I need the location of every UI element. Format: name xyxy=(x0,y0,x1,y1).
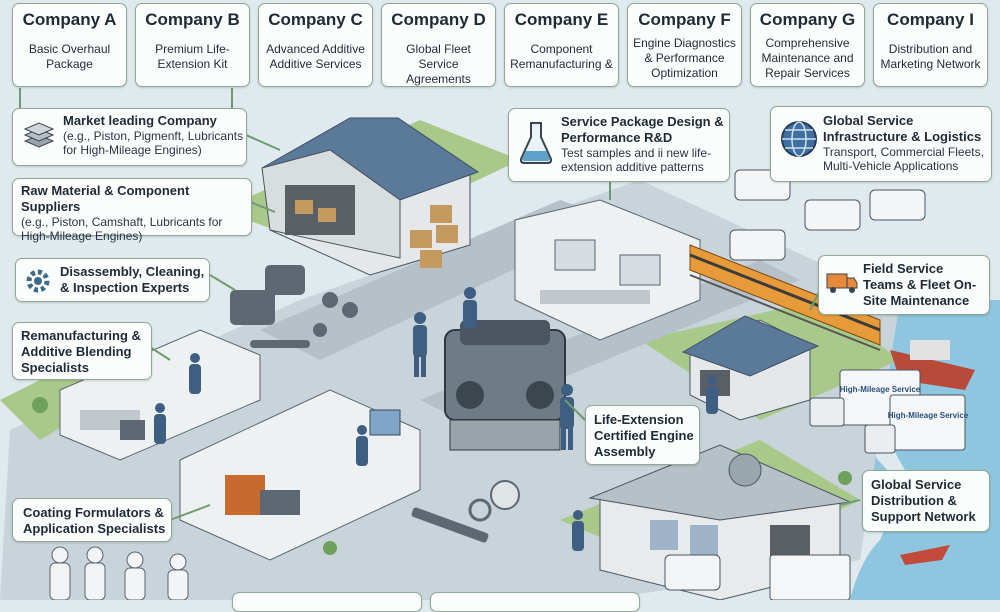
callout-market-leading: Market leading Company (e.g., Piston, Pi… xyxy=(12,108,247,166)
truck-side-text: High-Mileage Service xyxy=(888,411,969,420)
coating-specialists xyxy=(49,546,189,600)
company-description: Premium Life-Extension Kit xyxy=(155,42,230,71)
callout-title: Life-Extension Certified Engine Assembly xyxy=(594,412,694,459)
small-boat xyxy=(900,545,950,565)
engine-block xyxy=(444,320,566,451)
callout-rnd: Service Package Design & Performance R&D… xyxy=(508,108,730,182)
callout-field-service: Field Service Teams & Fleet On-Site Main… xyxy=(818,255,990,315)
callout-cut-off-1 xyxy=(232,592,422,612)
warehouse-building xyxy=(261,117,480,276)
callout-title: Coating Formulators & Application Specia… xyxy=(23,505,166,536)
callout-title: Field Service Teams & Fleet On-Site Main… xyxy=(863,261,977,308)
company-name: Company B xyxy=(145,10,240,29)
callout-remanufacturing: Remanufacturing & Additive Blending Spec… xyxy=(12,322,152,380)
callout-title: Remanufacturing & Additive Blending Spec… xyxy=(21,328,141,375)
callout-title: Market leading Company xyxy=(63,113,217,128)
callout-raw-material: Raw Material & Component Suppliers (e.g.… xyxy=(12,178,252,243)
callout-cut-off-2 xyxy=(430,592,640,612)
company-card-d: Company D Global Fleet Service Agreement… xyxy=(381,3,496,87)
callout-certified-assembly: Life-Extension Certified Engine Assembly xyxy=(585,405,700,465)
truck-side-text: High-Mileage Service xyxy=(840,385,921,394)
company-description: Global Fleet Service Agreements xyxy=(406,42,471,86)
service-truck-2: High-Mileage Service xyxy=(864,394,969,454)
callout-subtitle: (e.g., Piston, Camshaft, Lubricants for … xyxy=(21,215,223,243)
remanufacturing-room xyxy=(59,329,261,461)
company-description: Comprehensive Maintenance and Repair Ser… xyxy=(761,36,854,80)
layers-icon xyxy=(23,122,55,148)
gear-icon xyxy=(26,269,50,293)
service-truck-3 xyxy=(769,554,851,600)
truck-icon xyxy=(826,273,858,293)
company-description: Basic Overhaul Package xyxy=(28,42,111,71)
callout-title: Global Service Distribution & Support Ne… xyxy=(871,477,976,524)
callout-title: Raw Material & Component Suppliers xyxy=(21,183,190,214)
callout-disassembly: Disassembly, Cleaning, & Inspection Expe… xyxy=(15,258,210,302)
service-truck-1: High-Mileage Service xyxy=(809,369,921,427)
trees xyxy=(32,397,852,555)
company-card-g: Company G Comprehensive Maintenance and … xyxy=(750,3,865,87)
globe-icon xyxy=(781,121,817,157)
rnd-lab-room xyxy=(514,199,701,341)
company-card-e: Company E Component Remanufacturing & xyxy=(504,3,619,87)
company-description: Engine Diagnostics & Performance Optimiz… xyxy=(633,36,736,80)
company-card-i: Company I Distribution and Marketing Net… xyxy=(873,3,988,87)
workers xyxy=(154,287,718,551)
engine-parts xyxy=(230,265,520,543)
company-name: Company D xyxy=(391,10,486,29)
company-name: Company C xyxy=(268,10,363,29)
callout-subtitle: Test samples and ii new life-extension a… xyxy=(561,146,712,174)
callout-distribution: Global Service Distribution & Support Ne… xyxy=(862,470,990,532)
callout-title: Global Service Infrastructure & Logistic… xyxy=(823,113,982,144)
callout-infrastructure: Global Service Infrastructure & Logistic… xyxy=(770,106,992,182)
company-name: Company E xyxy=(514,10,609,29)
company-card-c: Company C Advanced Additive Additive Ser… xyxy=(258,3,373,87)
company-description: Advanced Additive Additive Services xyxy=(266,42,365,71)
company-card-a: Company A Basic Overhaul Package xyxy=(12,3,127,87)
callout-title: Service Package Design & Performance R&D xyxy=(561,114,724,145)
company-card-b: Company B Premium Life-Extension Kit xyxy=(135,3,250,87)
callout-title: Disassembly, Cleaning, & Inspection Expe… xyxy=(60,264,205,295)
callout-subtitle: (e.g., Piston, Pigmenft, Lubricants for … xyxy=(63,129,244,157)
callout-subtitle: Transport, Commercial Fleets, Multi-Vehi… xyxy=(823,145,984,173)
callout-coating: Coating Formulators & Application Specia… xyxy=(12,498,172,542)
company-name: Company F xyxy=(638,10,731,29)
flask-icon xyxy=(519,122,553,164)
company-name: Company G xyxy=(759,10,856,29)
company-name: Company I xyxy=(887,10,974,29)
company-description: Component Remanufacturing & xyxy=(510,42,613,71)
company-description: Distribution and Marketing Network xyxy=(880,42,981,71)
company-card-f: Company F Engine Diagnostics & Performan… xyxy=(627,3,742,87)
company-name: Company A xyxy=(22,10,117,29)
